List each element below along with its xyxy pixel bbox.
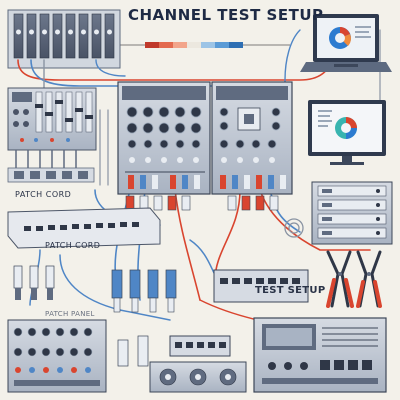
test-device: [253, 317, 387, 393]
mixer-icon: [211, 81, 293, 195]
switch-icon: [213, 269, 309, 303]
cable-connector-icon: [13, 265, 177, 367]
diagram-title: CHANNEL TEST SETUP: [128, 6, 324, 24]
patch-panel-label: PATCH PANEL: [45, 310, 95, 318]
pliers-icon: [326, 250, 354, 308]
patch-panel-icon: [7, 319, 107, 393]
rack-unit-icon: [311, 181, 393, 245]
patch-panel-icon: [7, 207, 161, 249]
patch-cord-label: PATCH CORD: [15, 190, 72, 199]
coiled-cable: [284, 218, 304, 238]
connector-modules: [7, 167, 95, 183]
color-scale-bar: [120, 42, 290, 48]
patch-cord-label: PATCH CORD: [45, 241, 101, 250]
equalizer-device: [7, 87, 97, 168]
rack-connectors-top-left: [7, 9, 121, 69]
mixer-icon: [117, 81, 211, 195]
laptop-icon: [300, 14, 392, 72]
switch-icon: [149, 335, 247, 393]
test-setup-label: TEST SETUP: [255, 285, 326, 296]
monitor-icon: [308, 100, 386, 165]
crimper-icon: [356, 250, 382, 308]
